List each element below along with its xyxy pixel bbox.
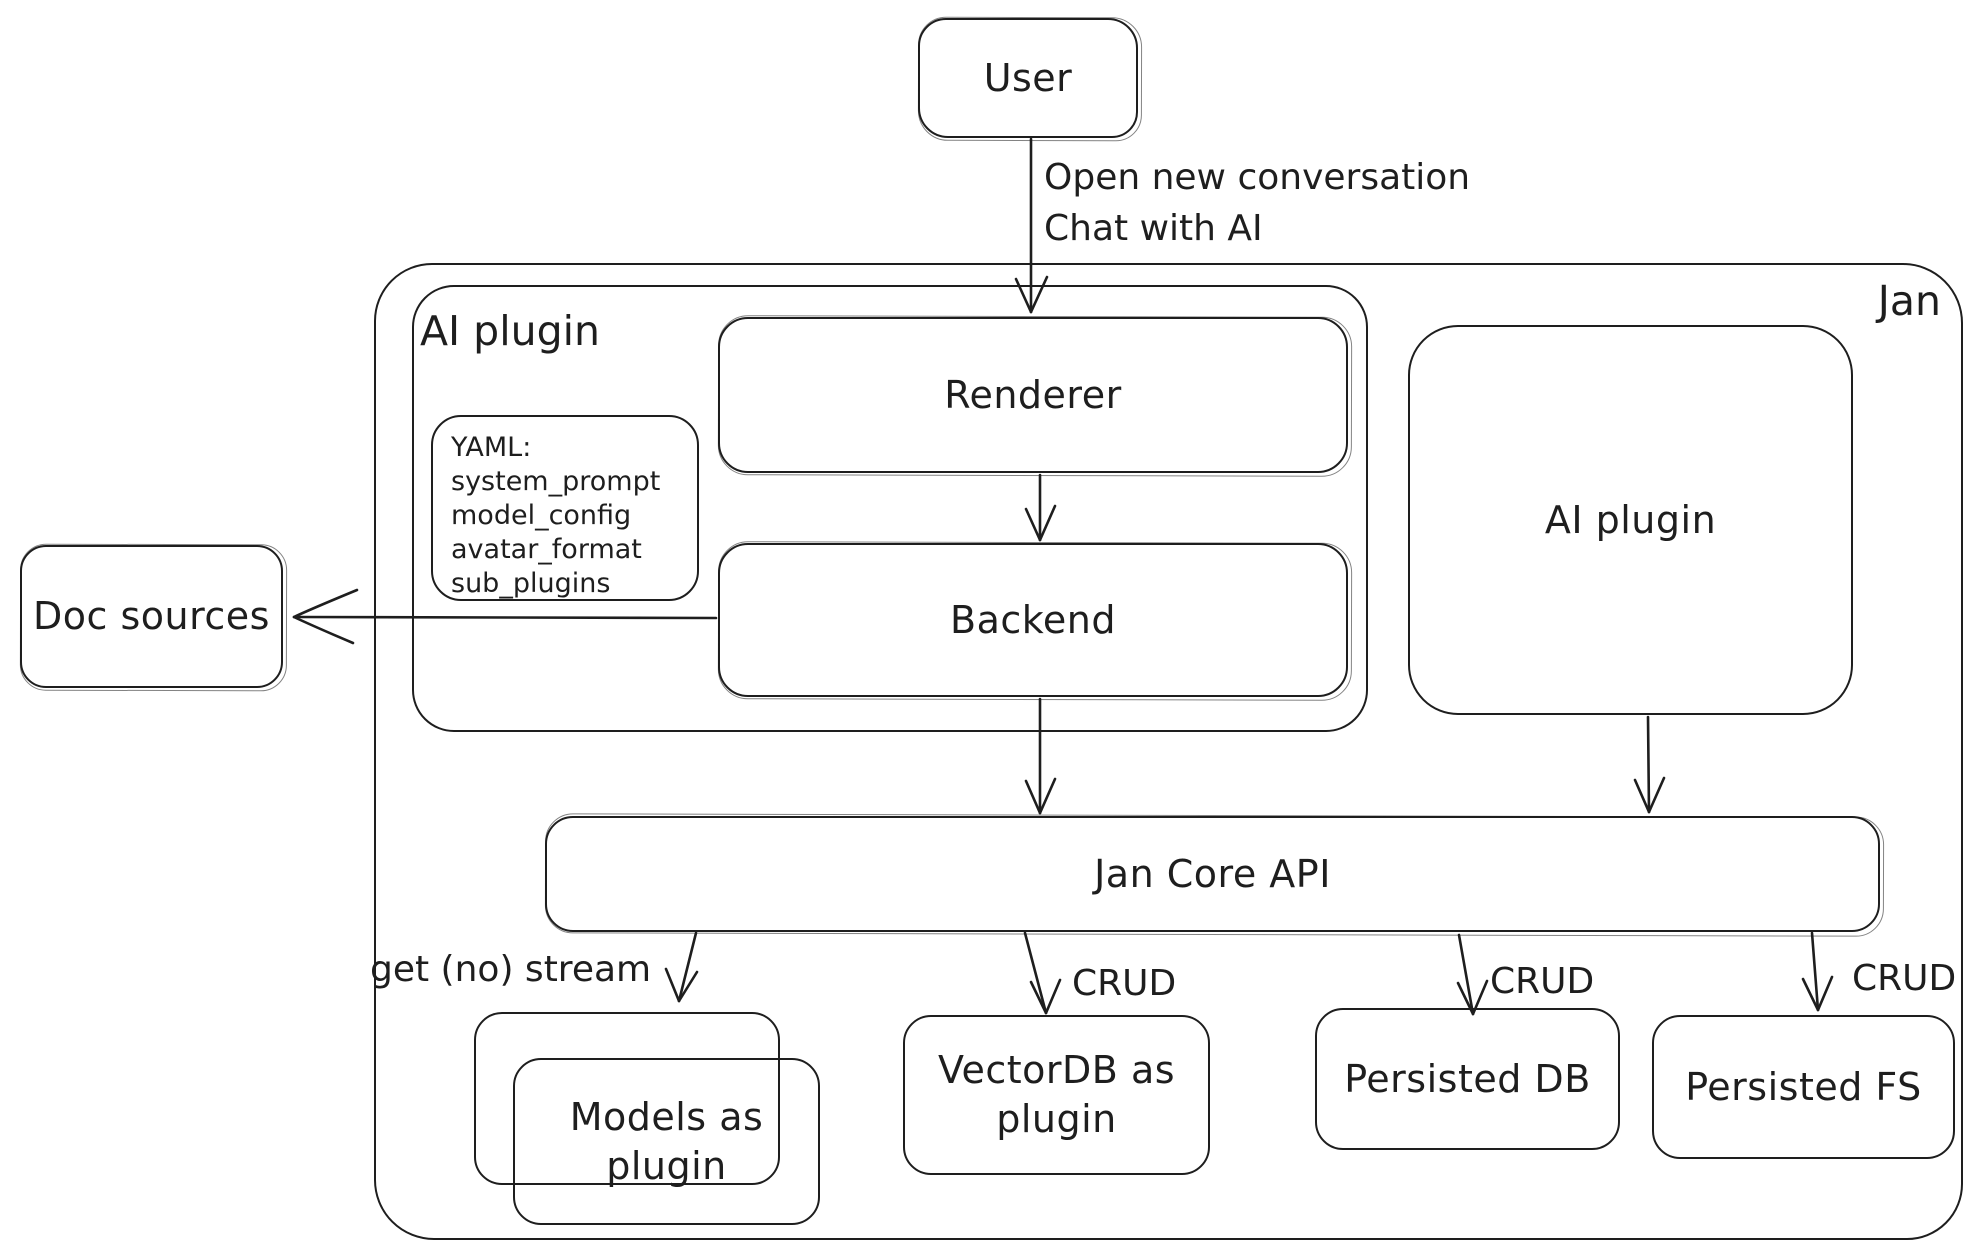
container-ai-plugin: AI plugin — [412, 285, 1368, 732]
node-vectordb-as-plugin-label: VectorDB as plugin — [937, 1048, 1176, 1141]
node-doc-sources: Doc sources — [20, 545, 283, 688]
node-models-as-plugin-label: Models as plugin — [569, 1094, 764, 1188]
edge-label-get-no-stream: get (no) stream — [370, 949, 652, 990]
node-backend-label: Backend — [950, 597, 1116, 642]
edge-label-user-to-renderer: Open new conversation Chat with AI — [1044, 152, 1470, 254]
container-jan: Jan — [374, 263, 1963, 1240]
node-vectordb-as-plugin: VectorDB as plugin — [903, 1015, 1210, 1175]
edge-label-crud-persisted-fs: CRUD — [1852, 958, 1957, 999]
edge-label-crud-vectordb: CRUD — [1072, 963, 1177, 1004]
node-persisted-db: Persisted DB — [1315, 1008, 1620, 1150]
node-user-label: User — [983, 55, 1073, 100]
node-models-as-plugin: Models as plugin — [513, 1058, 820, 1225]
edge-label-line: Open new conversation — [1044, 157, 1471, 198]
node-renderer: Renderer — [718, 317, 1348, 473]
node-jan-core-api: Jan Core API — [545, 816, 1880, 932]
node-doc-sources-label: Doc sources — [33, 594, 270, 639]
node-persisted-db-label: Persisted DB — [1344, 1056, 1591, 1101]
node-backend: Backend — [718, 543, 1348, 697]
yaml-line: sub_plugins — [451, 568, 611, 599]
node-persisted-fs-label: Persisted FS — [1685, 1064, 1922, 1109]
node-ai-plugin-label: AI plugin — [1544, 497, 1717, 542]
yaml-line: YAML: — [451, 432, 532, 463]
node-models-as-plugin-back — [474, 1012, 780, 1185]
yaml-line: model_config — [451, 500, 632, 531]
edge-label-crud-persisted-db: CRUD — [1490, 961, 1595, 1002]
node-yaml-note: YAML: system_prompt model_config avatar_… — [431, 415, 699, 601]
yaml-line: avatar_format — [451, 534, 642, 565]
node-persisted-fs: Persisted FS — [1652, 1015, 1955, 1159]
container-jan-label: Jan — [1877, 277, 1941, 325]
node-renderer-label: Renderer — [944, 372, 1122, 417]
node-user: User — [918, 18, 1138, 138]
yaml-line: system_prompt — [451, 466, 661, 497]
node-jan-core-api-label: Jan Core API — [1094, 851, 1331, 896]
container-ai-plugin-label: AI plugin — [420, 307, 600, 355]
node-ai-plugin: AI plugin — [1408, 325, 1853, 715]
edge-label-line: Chat with AI — [1044, 208, 1263, 250]
